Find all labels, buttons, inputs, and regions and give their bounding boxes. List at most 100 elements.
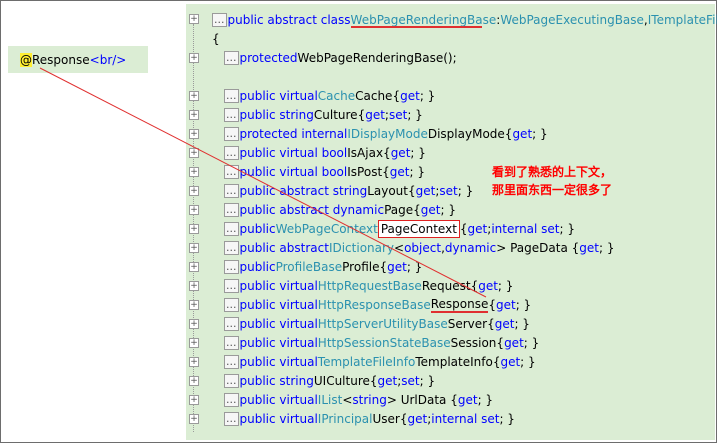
expand-icon[interactable]: + <box>189 300 199 310</box>
accessor-token: { <box>459 221 468 236</box>
annotation-line-2: 那里面东西一定很多了 <box>492 183 613 197</box>
expand-icon[interactable]: + <box>189 414 199 424</box>
member-line: ...public virtual bool IsPost { get; } <box>224 162 425 181</box>
collapsed-region-marker[interactable]: ... <box>224 411 239 426</box>
accessor-token: ; } <box>410 145 426 160</box>
accessor-token: ; <box>384 107 389 122</box>
member-modifiers: public string <box>239 107 314 122</box>
expand-icon[interactable]: + <box>189 338 199 348</box>
collapsed-region-marker[interactable]: ... <box>224 126 239 141</box>
accessor-token: get <box>504 335 524 350</box>
collapsed-region-marker[interactable]: ... <box>224 221 239 236</box>
interface-separator: , <box>643 12 648 27</box>
expand-icon[interactable]: + <box>189 319 199 329</box>
collapsed-region-marker[interactable]: ... <box>224 392 239 407</box>
accessor-token: { <box>470 278 479 293</box>
member-modifiers: public string <box>239 373 314 388</box>
expand-icon[interactable]: + <box>189 357 199 367</box>
accessor-token: { <box>413 202 421 217</box>
accessor-token: , <box>441 240 445 255</box>
expand-icon[interactable]: + <box>189 110 199 120</box>
member-modifiers: public virtual <box>239 278 318 293</box>
member-modifiers: public abstract dynamic <box>239 202 385 217</box>
collapsed-region-marker[interactable]: ... <box>224 278 239 293</box>
accessor-token: < <box>342 392 353 407</box>
accessor-token: ; <box>427 411 432 426</box>
member-line: ...public string UICulture { get; set; } <box>224 371 435 390</box>
collapsed-region-marker[interactable]: ... <box>224 202 239 217</box>
member-modifiers: public virtual bool <box>239 145 348 160</box>
accessor-token: string <box>352 392 387 407</box>
member-line: ...public virtual IPrincipal User { get;… <box>224 409 515 428</box>
collapsed-region-marker[interactable]: ... <box>224 373 239 388</box>
accessor-token: get <box>467 221 488 236</box>
collapsed-region-marker[interactable]: ... <box>224 297 239 312</box>
member-type: HttpRequestBase <box>317 278 422 293</box>
member-type: HttpResponseBase <box>317 297 431 312</box>
accessor-token: get <box>494 316 515 331</box>
member-line: ...public abstract dynamic Page { get; } <box>224 200 456 219</box>
accessor-token: set <box>439 183 458 198</box>
collapsed-region-marker[interactable]: ... <box>224 183 239 198</box>
accessor-token: ; <box>435 183 440 198</box>
member-line: ...protected internal IDisplayMode Displ… <box>224 124 548 143</box>
expand-icon[interactable]: + <box>189 262 199 272</box>
member-modifiers: public <box>239 221 276 236</box>
collapsed-region-marker[interactable]: ... <box>212 12 227 27</box>
accessor-token: { <box>408 183 416 198</box>
member-modifiers: protected internal <box>239 126 348 141</box>
accessor-token: ; } <box>407 107 423 122</box>
member-name: Cache <box>355 88 393 103</box>
expand-icon[interactable]: + <box>189 186 199 196</box>
expand-icon[interactable]: + <box>189 53 199 63</box>
open-brace: { <box>212 29 220 48</box>
razor-snippet: @Response<br/> <box>8 46 148 73</box>
collapsed-region-marker[interactable]: ... <box>224 107 239 122</box>
accessor-token: ; <box>487 221 492 236</box>
member-name: TemplateInfo <box>415 354 493 369</box>
expand-icon[interactable]: + <box>189 91 199 101</box>
accessor-token: get <box>495 297 516 312</box>
collapsed-region-marker[interactable]: ... <box>224 335 239 350</box>
annotation-line-1: 看到了熟悉的上下文， <box>492 165 613 179</box>
accessor-token: internal set <box>491 221 560 236</box>
constructor-name: WebPageRenderingBase(); <box>297 50 457 65</box>
expand-icon[interactable]: + <box>189 224 199 234</box>
collapsed-region-marker[interactable]: ... <box>224 259 239 274</box>
expand-icon[interactable]: + <box>189 129 199 139</box>
accessor-token: ; } <box>409 164 426 179</box>
member-name: Session <box>450 335 497 350</box>
constructor-line: ... protected WebPageRenderingBase(); <box>224 48 457 67</box>
collapsed-region-marker[interactable]: ... <box>224 88 239 103</box>
collapsed-region-marker[interactable]: ... <box>224 316 239 331</box>
accessor-token: object <box>404 240 442 255</box>
expand-icon[interactable]: + <box>189 205 199 215</box>
expand-icon[interactable]: + <box>189 167 199 177</box>
collapsed-region-marker[interactable]: ... <box>224 145 239 160</box>
collapsed-region-marker[interactable]: ... <box>224 354 239 369</box>
accessor-token: ; } <box>514 316 530 331</box>
accessor-token: ; } <box>499 411 515 426</box>
constructor-keyword: protected <box>239 50 298 65</box>
member-name: Culture <box>313 107 358 122</box>
expand-icon[interactable]: + <box>189 281 199 291</box>
accessor-token: get <box>389 164 410 179</box>
accessor-token: internal set <box>431 411 500 426</box>
accessor-token: set <box>388 107 408 122</box>
collapsed-region-marker[interactable]: ... <box>224 240 239 255</box>
expand-icon[interactable]: + <box>189 376 199 386</box>
expand-icon[interactable]: + <box>189 148 199 158</box>
base-class: WebPageExecutingBase <box>500 12 644 27</box>
expand-icon[interactable]: + <box>189 14 199 24</box>
member-type: IList <box>317 392 343 407</box>
accessor-token: dynamic <box>444 240 497 255</box>
expand-icon[interactable]: + <box>189 395 199 405</box>
accessor-token: { <box>488 297 496 312</box>
member-name: User <box>372 411 400 426</box>
member-type: ProfileBase <box>275 259 343 274</box>
accessor-token: ; } <box>457 183 474 198</box>
collapsed-region-marker[interactable]: ... <box>224 50 239 65</box>
expand-icon[interactable]: + <box>189 243 199 253</box>
class-name: WebPageRenderingBase <box>350 12 497 27</box>
